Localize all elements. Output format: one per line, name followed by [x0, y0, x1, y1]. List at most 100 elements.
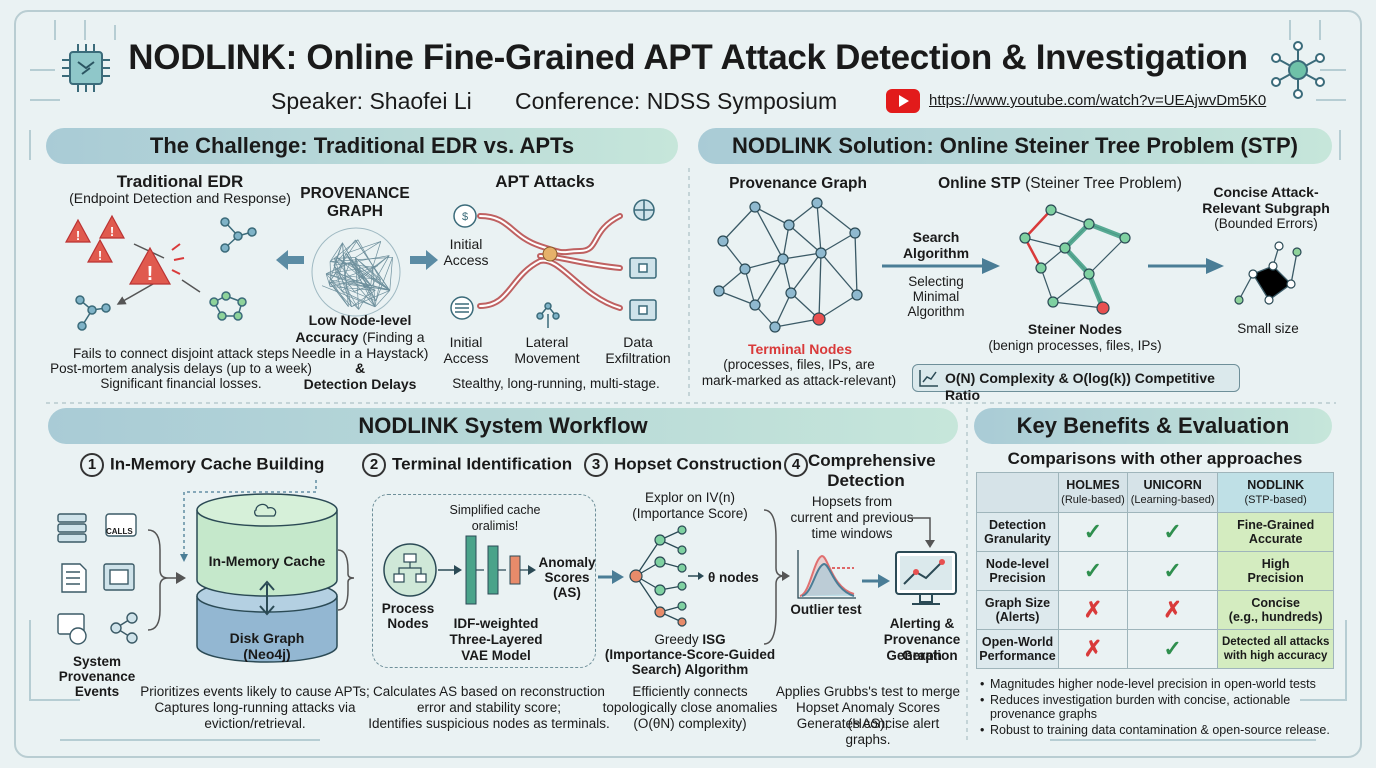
vae-2: Three-Layered — [449, 632, 543, 647]
left-arrow-icon — [276, 250, 304, 270]
step-3-number: 3 — [584, 453, 608, 477]
vae-model-diagram — [383, 535, 536, 605]
video-link[interactable]: https://www.youtube.com/watch?v=UEAjwvDm… — [929, 92, 1267, 109]
step2-to-step3-arrow — [598, 570, 624, 584]
prov-note-5: & — [354, 360, 366, 376]
conference: Conference: NDSS Symposium — [515, 88, 838, 114]
row-2-n2: (e.g., hundreds) — [1228, 610, 1323, 624]
terminal-nodes-label: Terminal Nodes — [748, 341, 852, 357]
edr-note-1: Fails to connect disjoint attack steps — [72, 346, 290, 361]
isg-3: Search) Algorithm — [631, 662, 749, 677]
check-icon: ✓ — [1058, 512, 1128, 552]
apt-lateral-2: Movement — [514, 350, 580, 366]
anomaly-1: Anomaly — [538, 555, 596, 570]
cache-cylinders — [196, 493, 338, 663]
chart-icon — [919, 370, 938, 387]
disk-2: (Neo4j) — [243, 646, 291, 662]
apt-title: APT Attacks — [495, 172, 595, 191]
apt-initial-access-1b: Access — [443, 252, 489, 268]
step-3-label: Hopset Construction — [614, 454, 783, 474]
network-hub-icon — [1271, 41, 1325, 99]
speaker: Speaker: Shaofei Li — [271, 88, 472, 114]
step4-desc-2: Hopset Anomaly Scores (HAS); — [795, 700, 941, 731]
apt-flow-diagram: $ — [450, 199, 657, 328]
bullet-3: Robust to training data contamination & … — [980, 723, 1336, 737]
step-1-number: 1 — [80, 453, 104, 477]
step1-desc-2: Captures long-running attacks via — [154, 700, 356, 715]
steiner-desc: (benign processes, files, IPs) — [988, 338, 1162, 353]
disk-1: Disk Graph — [229, 630, 305, 646]
challenge-band: The Challenge: Traditional EDR vs. APTs — [46, 128, 678, 164]
events-1: System — [72, 654, 122, 669]
steiner-nodes-label: Steiner Nodes — [1027, 321, 1123, 337]
section-divider — [688, 168, 690, 398]
row-1-h1: Node-level — [985, 557, 1050, 571]
anomaly-2: Scores — [544, 570, 590, 585]
process-2: Nodes — [387, 616, 429, 631]
apt-lateral-1: Lateral — [525, 334, 569, 350]
svg-text:$: $ — [462, 211, 468, 223]
apt-initial-access-1a: Initial — [449, 236, 483, 252]
step-2-title: 2 Terminal Identification — [362, 453, 572, 477]
edr-title: Traditional EDR — [116, 172, 244, 191]
isg-2: (Importance-Score-Guided — [604, 647, 776, 662]
apt-exfil-2: Exfiltration — [605, 350, 671, 366]
monitor-chart-icon — [895, 551, 957, 605]
concise-1: Concise Attack- — [1213, 184, 1319, 200]
anomaly-3: (AS) — [553, 585, 581, 600]
prov-title-2: GRAPH — [327, 203, 383, 220]
bullet-2-cont: provenance graphs — [990, 707, 1098, 721]
svg-text:!: ! — [76, 228, 80, 243]
benefits-divider — [966, 408, 968, 740]
step1-desc-1: Prioritizes events likely to cause APTs; — [140, 684, 370, 699]
process-1: Process — [381, 601, 435, 616]
selecting-3: Algorithm — [907, 304, 965, 319]
step3-to-step4-brace — [763, 509, 790, 645]
col-nodlink-sub: (STP-based) — [1244, 494, 1307, 506]
col-holmes-name: HOLMES — [1066, 478, 1120, 492]
cache-stack — [196, 488, 338, 663]
row-2-h2: (Alerts) — [995, 610, 1040, 624]
row-0-n2: Accurate — [1248, 532, 1303, 546]
step2-desc-1: Calculates AS based on reconstruction — [373, 684, 605, 699]
hopsets-3: time windows — [811, 526, 893, 541]
col-holmes-sub: (Rule-based) — [1061, 494, 1125, 506]
search-2: Algorithm — [902, 245, 970, 261]
isg-1b: ISG — [702, 632, 726, 647]
cross-icon: ✗ — [1058, 590, 1128, 630]
provenance-hairball — [311, 227, 401, 317]
online-stp-bold: Online STP — [938, 175, 1021, 192]
simplified-2: oralimis! — [471, 519, 519, 533]
row-1-n2: Precision — [1247, 571, 1304, 585]
concise-3: (Bounded Errors) — [1214, 216, 1318, 231]
calls-label: CALLS — [106, 527, 133, 536]
bullet-1: Magnitudes higher node-level precision i… — [980, 677, 1330, 691]
col-unicorn-name: UNICORN — [1143, 478, 1202, 492]
table-row: Graph Size(Alerts) ✗ ✗ Concise(e.g., hun… — [976, 590, 1334, 630]
step-2-number: 2 — [362, 453, 386, 477]
cache-label: In-Memory Cache — [208, 553, 326, 569]
prov-note-6: Detection Delays — [303, 376, 417, 392]
svg-text:!: ! — [98, 248, 102, 263]
step2-desc-2: error and stability score; — [416, 700, 562, 715]
step-2-label: Terminal Identification — [392, 454, 573, 474]
row-3-n2: with high accuracy — [1223, 650, 1328, 662]
alerting-3: Generation — [886, 648, 958, 663]
selecting-2: Minimal — [912, 289, 960, 304]
outlier-plot — [797, 550, 856, 599]
prov-note-3: (Finding a — [358, 329, 425, 345]
step-4-number: 4 — [784, 453, 808, 477]
cross-icon: ✗ — [1126, 590, 1219, 630]
comparison-table: HOLMES (Rule-based) UNICORN (Learning-base… — [976, 472, 1334, 669]
eviction-loop-arrow — [180, 480, 317, 562]
step4-desc-3: Generates concise alert graphs. — [796, 716, 940, 747]
col-unicorn-sub: (Learning-based) — [1130, 494, 1215, 506]
row-0-h2: Granularity — [984, 532, 1051, 546]
subgraph-arrow-icon — [1148, 258, 1224, 274]
search-1: Search — [912, 229, 960, 245]
check-icon: ✓ — [1058, 551, 1128, 591]
terminal-id-box — [372, 494, 596, 668]
prov-note-4: Needle in a Haystack) — [291, 345, 429, 361]
